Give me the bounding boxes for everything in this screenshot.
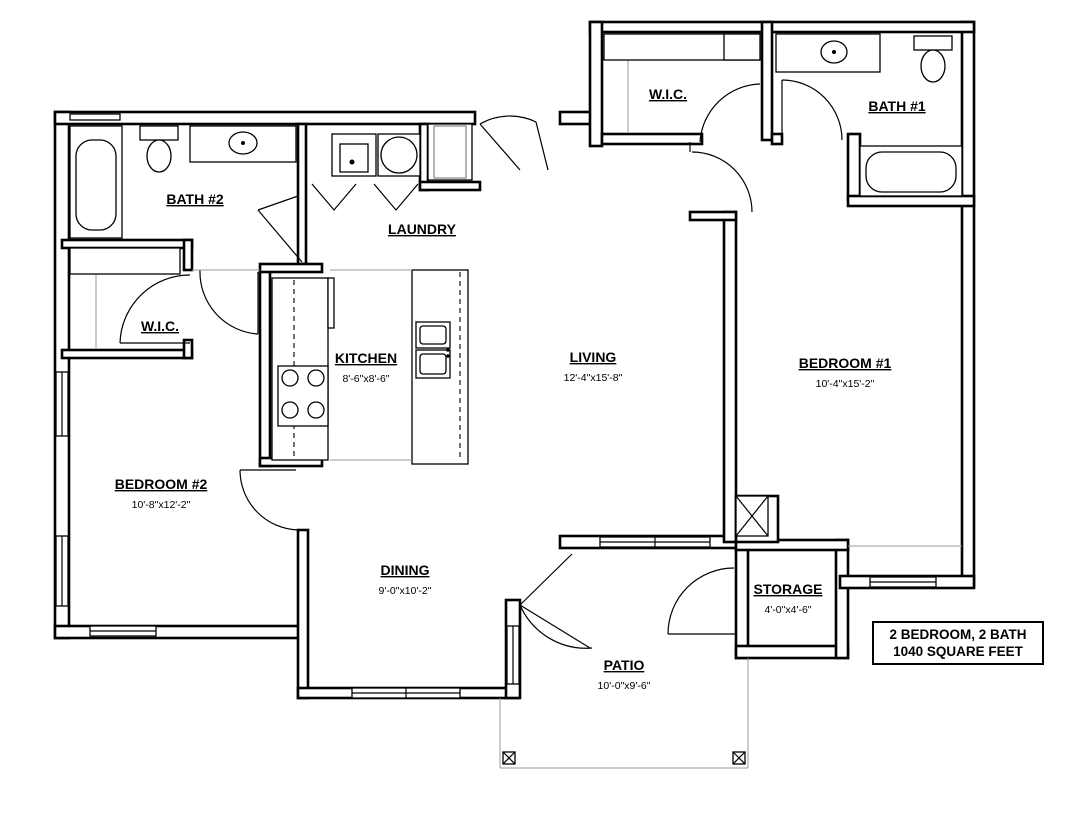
room-dims-bedroom1: 10'-4"x15'-2" [816,378,875,390]
summary-square-feet: 1040 SQUARE FEET [893,644,1023,659]
room-dims-storage: 4'-0"x4'-6" [764,604,811,616]
room-labels: BATH #2 LAUNDRY W.I.C. KITCHEN 8'-6"x8'-… [115,86,926,692]
room-name-bath1: BATH #1 [868,98,926,114]
room-name-bath2: BATH #2 [166,191,224,207]
summary-bed-bath: 2 BEDROOM, 2 BATH [889,627,1027,642]
room-name-wic-left: W.I.C. [141,318,179,334]
room-name-dining: DINING [381,562,430,578]
windows [55,113,937,699]
room-dims-patio: 10'-0"x9'-6" [598,680,651,692]
room-name-storage: STORAGE [754,581,823,597]
room-dims-kitchen: 8'-6"x8'-6" [342,373,389,385]
room-name-laundry: LAUNDRY [388,221,457,237]
unit-summary-box: 2 BEDROOM, 2 BATH 1040 SQUARE FEET [872,621,1044,665]
room-dims-living: 12'-4"x15'-8" [564,372,623,384]
room-name-patio: PATIO [604,657,645,673]
room-name-bedroom2: BEDROOM #2 [115,476,208,492]
room-name-wic-right: W.I.C. [649,86,687,102]
doors [119,79,843,649]
room-dims-bedroom2: 10'-8"x12'-2" [132,499,191,511]
room-dims-dining: 9'-0"x10'-2" [379,585,432,597]
room-name-bedroom1: BEDROOM #1 [799,355,892,371]
room-name-kitchen: KITCHEN [335,350,397,366]
fixtures [69,33,963,769]
room-name-living: LIVING [570,349,617,365]
